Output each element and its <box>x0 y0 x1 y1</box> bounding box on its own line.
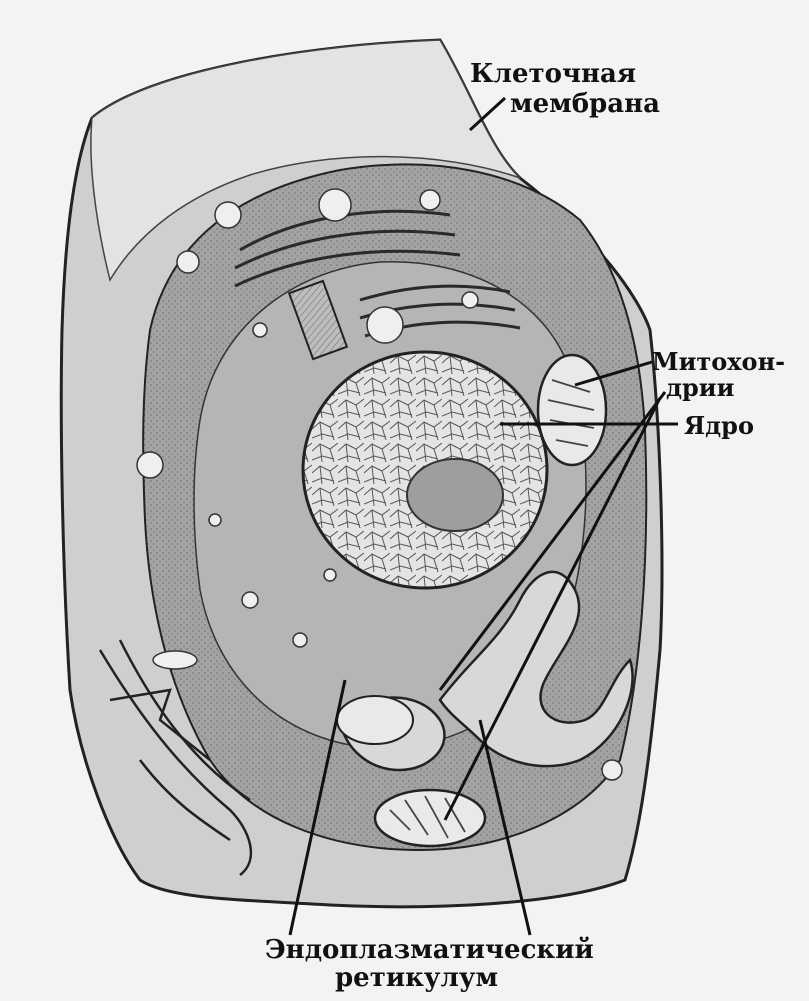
label-er-line2: ретикулум <box>335 963 498 993</box>
label-mitochondria-line1: Митохон- <box>652 347 785 376</box>
mitochondrion-right <box>538 355 606 465</box>
label-er-line1: Эндоплазматический <box>265 935 594 965</box>
label-membrane-line1: Клеточная <box>470 59 636 89</box>
label-mitochondria-line2: дрии <box>666 373 734 402</box>
nucleolus <box>407 459 503 531</box>
mitochondrion-lower-left <box>337 696 413 744</box>
label-membrane-line2: мембрана <box>510 89 660 119</box>
vesicle-large <box>153 651 197 669</box>
label-nucleus: Ядро <box>684 411 754 440</box>
mitochondrion-bottom <box>375 790 485 846</box>
